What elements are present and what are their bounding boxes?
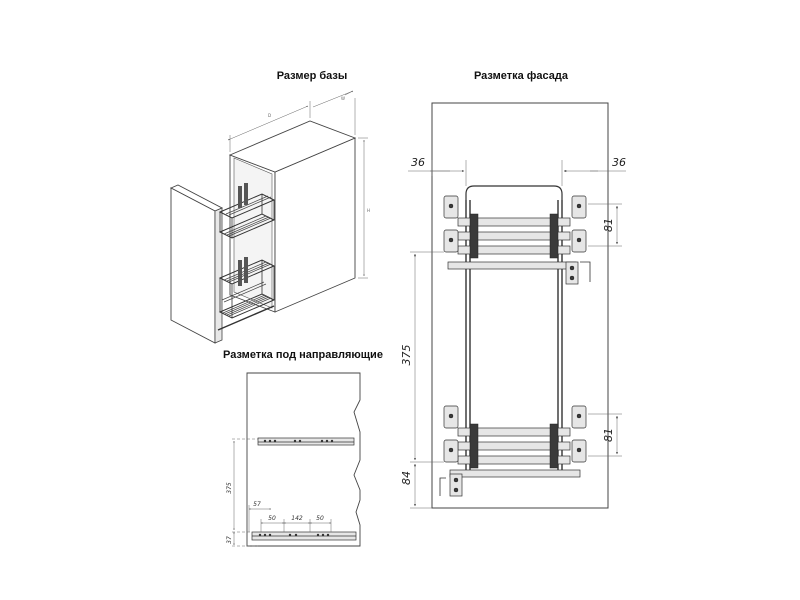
title-guide-marking: Разметка под направляющие	[223, 349, 383, 361]
base-cabinet-drawing: D W H	[169, 90, 370, 344]
dim-guide-50-right: 50	[316, 515, 324, 522]
upper-guide-rail	[257, 437, 355, 446]
bracket-top-right	[549, 195, 587, 259]
base-dimension-lines	[227, 90, 368, 279]
dim-width-label: W	[341, 96, 345, 101]
bracket-bottom-right	[549, 405, 587, 469]
dim-facade-375: 375	[400, 345, 413, 366]
dim-depth-label: D	[268, 113, 271, 118]
guide-marking-drawing: 57 50 142 50 375 37	[226, 372, 361, 547]
dim-guide-57: 57	[253, 501, 261, 508]
lower-guide-rail	[251, 531, 357, 541]
facade-dimension-lines	[408, 160, 626, 509]
bracket-bottom-left	[443, 405, 479, 469]
wire-basket-lower	[217, 257, 276, 331]
facade-marking-drawing: 36 36 81 81 375 84	[400, 102, 626, 509]
adjuster-bottom-left	[439, 473, 463, 497]
wire-basket-upper	[218, 183, 276, 239]
title-base-size: Размер базы	[277, 70, 348, 82]
dim-guide-37: 37	[226, 536, 233, 544]
guide-dimension-lines	[232, 438, 332, 547]
adjuster-top-right	[565, 261, 591, 285]
cabinet-body	[228, 120, 357, 313]
dim-facade-36-left: 36	[411, 156, 425, 169]
dim-facade-36-right: 36	[612, 156, 626, 169]
dim-guide-50-left: 50	[268, 515, 276, 522]
dim-facade-81-bottom: 81	[602, 428, 615, 442]
dim-guide-375: 375	[226, 482, 233, 494]
dim-facade-84: 84	[400, 471, 413, 485]
dim-facade-81-top: 81	[602, 218, 615, 232]
cabinet-door	[169, 184, 224, 344]
dim-height-label: H	[367, 208, 370, 213]
title-facade-marking: Разметка фасада	[474, 70, 569, 82]
dim-guide-142: 142	[291, 515, 303, 522]
bracket-top-left	[443, 195, 479, 259]
